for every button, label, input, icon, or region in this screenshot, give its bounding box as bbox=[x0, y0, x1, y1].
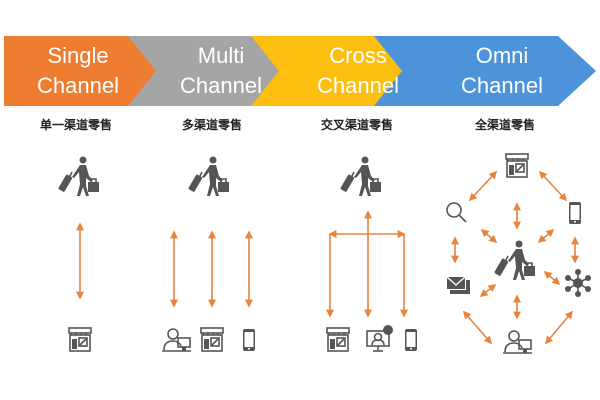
stage-chevron-omni bbox=[374, 36, 596, 106]
phone-icon bbox=[405, 329, 417, 351]
omni-arrows bbox=[451, 170, 579, 345]
online-service-icon bbox=[366, 324, 394, 352]
store-icon bbox=[326, 327, 350, 352]
search-icon bbox=[446, 202, 467, 223]
customer-service-icon bbox=[161, 328, 192, 352]
stage-chinese-label: 全渠道零售 bbox=[474, 117, 535, 132]
stage-title-line1: Multi bbox=[198, 43, 244, 68]
shopper-icon bbox=[187, 155, 230, 197]
stage-title-line2: Channel bbox=[317, 73, 399, 98]
phone-icon bbox=[243, 329, 255, 351]
stage-chevron-single bbox=[4, 36, 158, 106]
store-icon bbox=[200, 327, 224, 352]
stage-title-line1: Omni bbox=[476, 43, 529, 68]
stage-title-line1: Single bbox=[47, 43, 108, 68]
mail-icon bbox=[445, 275, 471, 295]
customer-service-icon bbox=[502, 330, 533, 354]
shopper-icon bbox=[339, 155, 382, 197]
stage-chinese-label: 多渠道零售 bbox=[182, 117, 242, 132]
phone-icon bbox=[569, 202, 581, 224]
stage-title-line1: Cross bbox=[329, 43, 386, 68]
shopper-icon bbox=[493, 239, 536, 281]
network-icon bbox=[564, 268, 592, 298]
shopper-icon bbox=[57, 155, 100, 197]
stage-chevron-cross bbox=[251, 36, 404, 106]
store-icon bbox=[505, 153, 529, 178]
stage-title-line2: Channel bbox=[37, 73, 119, 98]
stage-chevron-multi bbox=[128, 36, 281, 106]
stage-chinese-label: 交叉渠道零售 bbox=[321, 117, 393, 132]
store-icon bbox=[68, 327, 92, 352]
stage-title-line2: Channel bbox=[180, 73, 262, 98]
stage-title-line2: Channel bbox=[461, 73, 543, 98]
stage-chinese-label: 单一渠道零售 bbox=[40, 117, 112, 132]
